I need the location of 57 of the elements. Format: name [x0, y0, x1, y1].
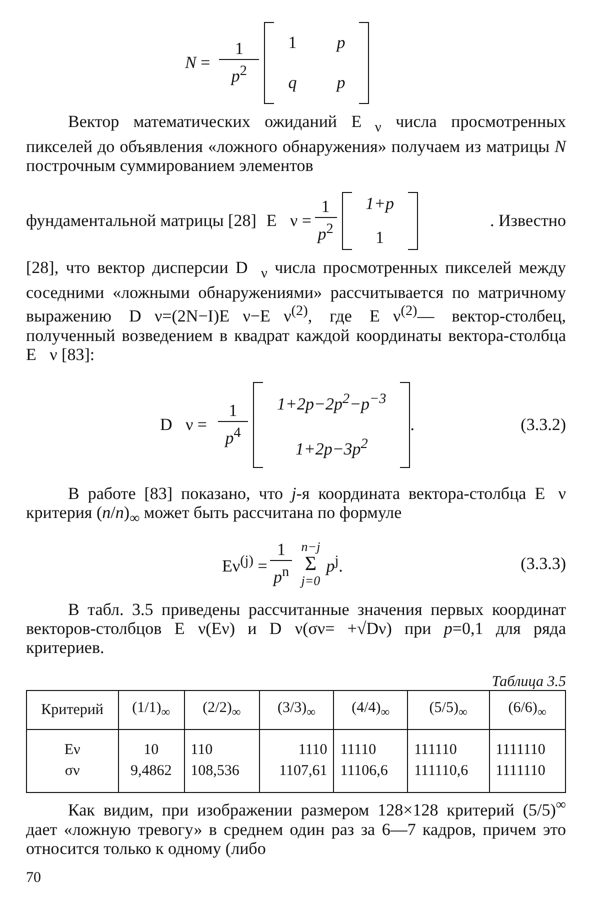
matrix-entry: p: [336, 33, 346, 53]
table-header: Критерий: [26, 690, 118, 730]
table-cell: σν: [26, 761, 118, 792]
table-cell: 111110,6: [408, 761, 490, 792]
table-header: (6/6)$_{∞}$: [489, 690, 566, 730]
table-cell: 111110: [408, 730, 490, 761]
formula-text: .: [410, 415, 414, 435]
table-header: (5/5)$_{∞}$: [408, 690, 490, 730]
table-header: (4/4)$_{∞}$: [334, 690, 408, 730]
formula-text: E⃗ν =: [266, 211, 312, 231]
formula-text: p$^{2}$: [231, 62, 247, 88]
matrix-entry: 1: [374, 228, 385, 248]
equation-number: (3.3.3): [520, 554, 566, 574]
table-cell: 108,536: [184, 761, 260, 792]
formula-text: D⃗ν =: [160, 415, 208, 435]
matrix-entry: q: [288, 73, 297, 93]
table-header: (1/1)$_{∞}$: [118, 690, 184, 730]
table-cell: 1107,61: [259, 761, 334, 792]
table-cell: 1111110: [489, 730, 566, 761]
table-cell: 11110: [334, 730, 408, 761]
table-cell: 9,4862: [118, 761, 184, 792]
table-cell: 1110: [259, 730, 334, 761]
matrix-entry: 1+2p−2p$^{2}$−p$^{−3}$: [277, 390, 386, 414]
body-paragraph: Как видим, при изображении размером 128×128 критерий (5/5)$^{∞}$ дает «ложную тревогу» в среднем один раз за 6—7 кадров, причем это относится только к одному (либо: [26, 796, 566, 858]
formula-text: 1: [321, 196, 330, 217]
formula-text: p$^{j}$.: [326, 552, 343, 576]
table-caption: Таблица 3.5: [490, 674, 566, 691]
formula-text: p$^{4}$: [225, 424, 241, 450]
body-text: . Известно: [490, 211, 566, 231]
formula-text: Σ: [304, 554, 317, 574]
body-paragraph: Вектор математических ожиданий E⃗$_{ν}$ числа просмотренных пикселей до объявления «ложного обнаружения» получаем из матрицы N построчным суммированием элементов: [26, 112, 566, 176]
formula-text: p$^{n}$: [274, 563, 290, 589]
formula-text: Eν$^{(j)}$ =: [222, 552, 268, 576]
formula-text: 1: [234, 38, 244, 59]
page-number: 70: [26, 870, 41, 887]
matrix-entry: p: [336, 73, 346, 93]
table-cell: Eν: [26, 730, 118, 761]
formula-text: N =: [185, 53, 210, 73]
table-cell: 110: [184, 730, 260, 761]
matrix-entry: 1+2p−3p$^{2}$: [294, 436, 369, 460]
formula-text: 1: [277, 540, 286, 560]
table-cell: 1111110: [489, 761, 566, 792]
matrix-entry: 1: [288, 33, 297, 53]
body-paragraph: [28], что вектор дисперсии D⃗$_{ν}$ числа просмотренных пикселей между соседними «ложными обнаружениями» рассчитывается по матричному выражению D⃗ν=(2N−I)E⃗ν−E⃗ν$^{(2)}$, где E⃗ν$^{(2)}$— вектор-столбец, полученный возведением в квадрат каждой координаты вектора-столбца E⃗ν [83]:: [26, 258, 566, 364]
formula-text: 1: [228, 400, 238, 421]
body-paragraph: В работе [83] показано, что j-я координата вектора-столбца E⃗ν критерия (n/n)$_{∞}$ может быть рассчитана по формуле: [26, 484, 566, 528]
table-header: (3/3)$_{∞}$: [259, 690, 334, 730]
body-text: фундаментальной матрицы [28]: [26, 211, 256, 231]
formula-text: j=0: [301, 574, 320, 588]
formula-text: n−j: [301, 540, 320, 554]
matrix-entry: 1+p: [366, 194, 394, 214]
table-cell: 11106,6: [334, 761, 408, 792]
formula-text: p$^{2}$: [318, 220, 334, 246]
table-cell: 10: [118, 730, 184, 761]
body-paragraph: В табл. 3.5 приведены рассчитанные значения первых координат векторов-столбцов E⃗ν(Eν) и D⃗ν(σν= +√Dν) при p=0,1 для ряда критериев.: [26, 600, 566, 657]
table-header: (2/2)$_{∞}$: [184, 690, 260, 730]
equation-number: (3.3.2): [520, 415, 566, 435]
